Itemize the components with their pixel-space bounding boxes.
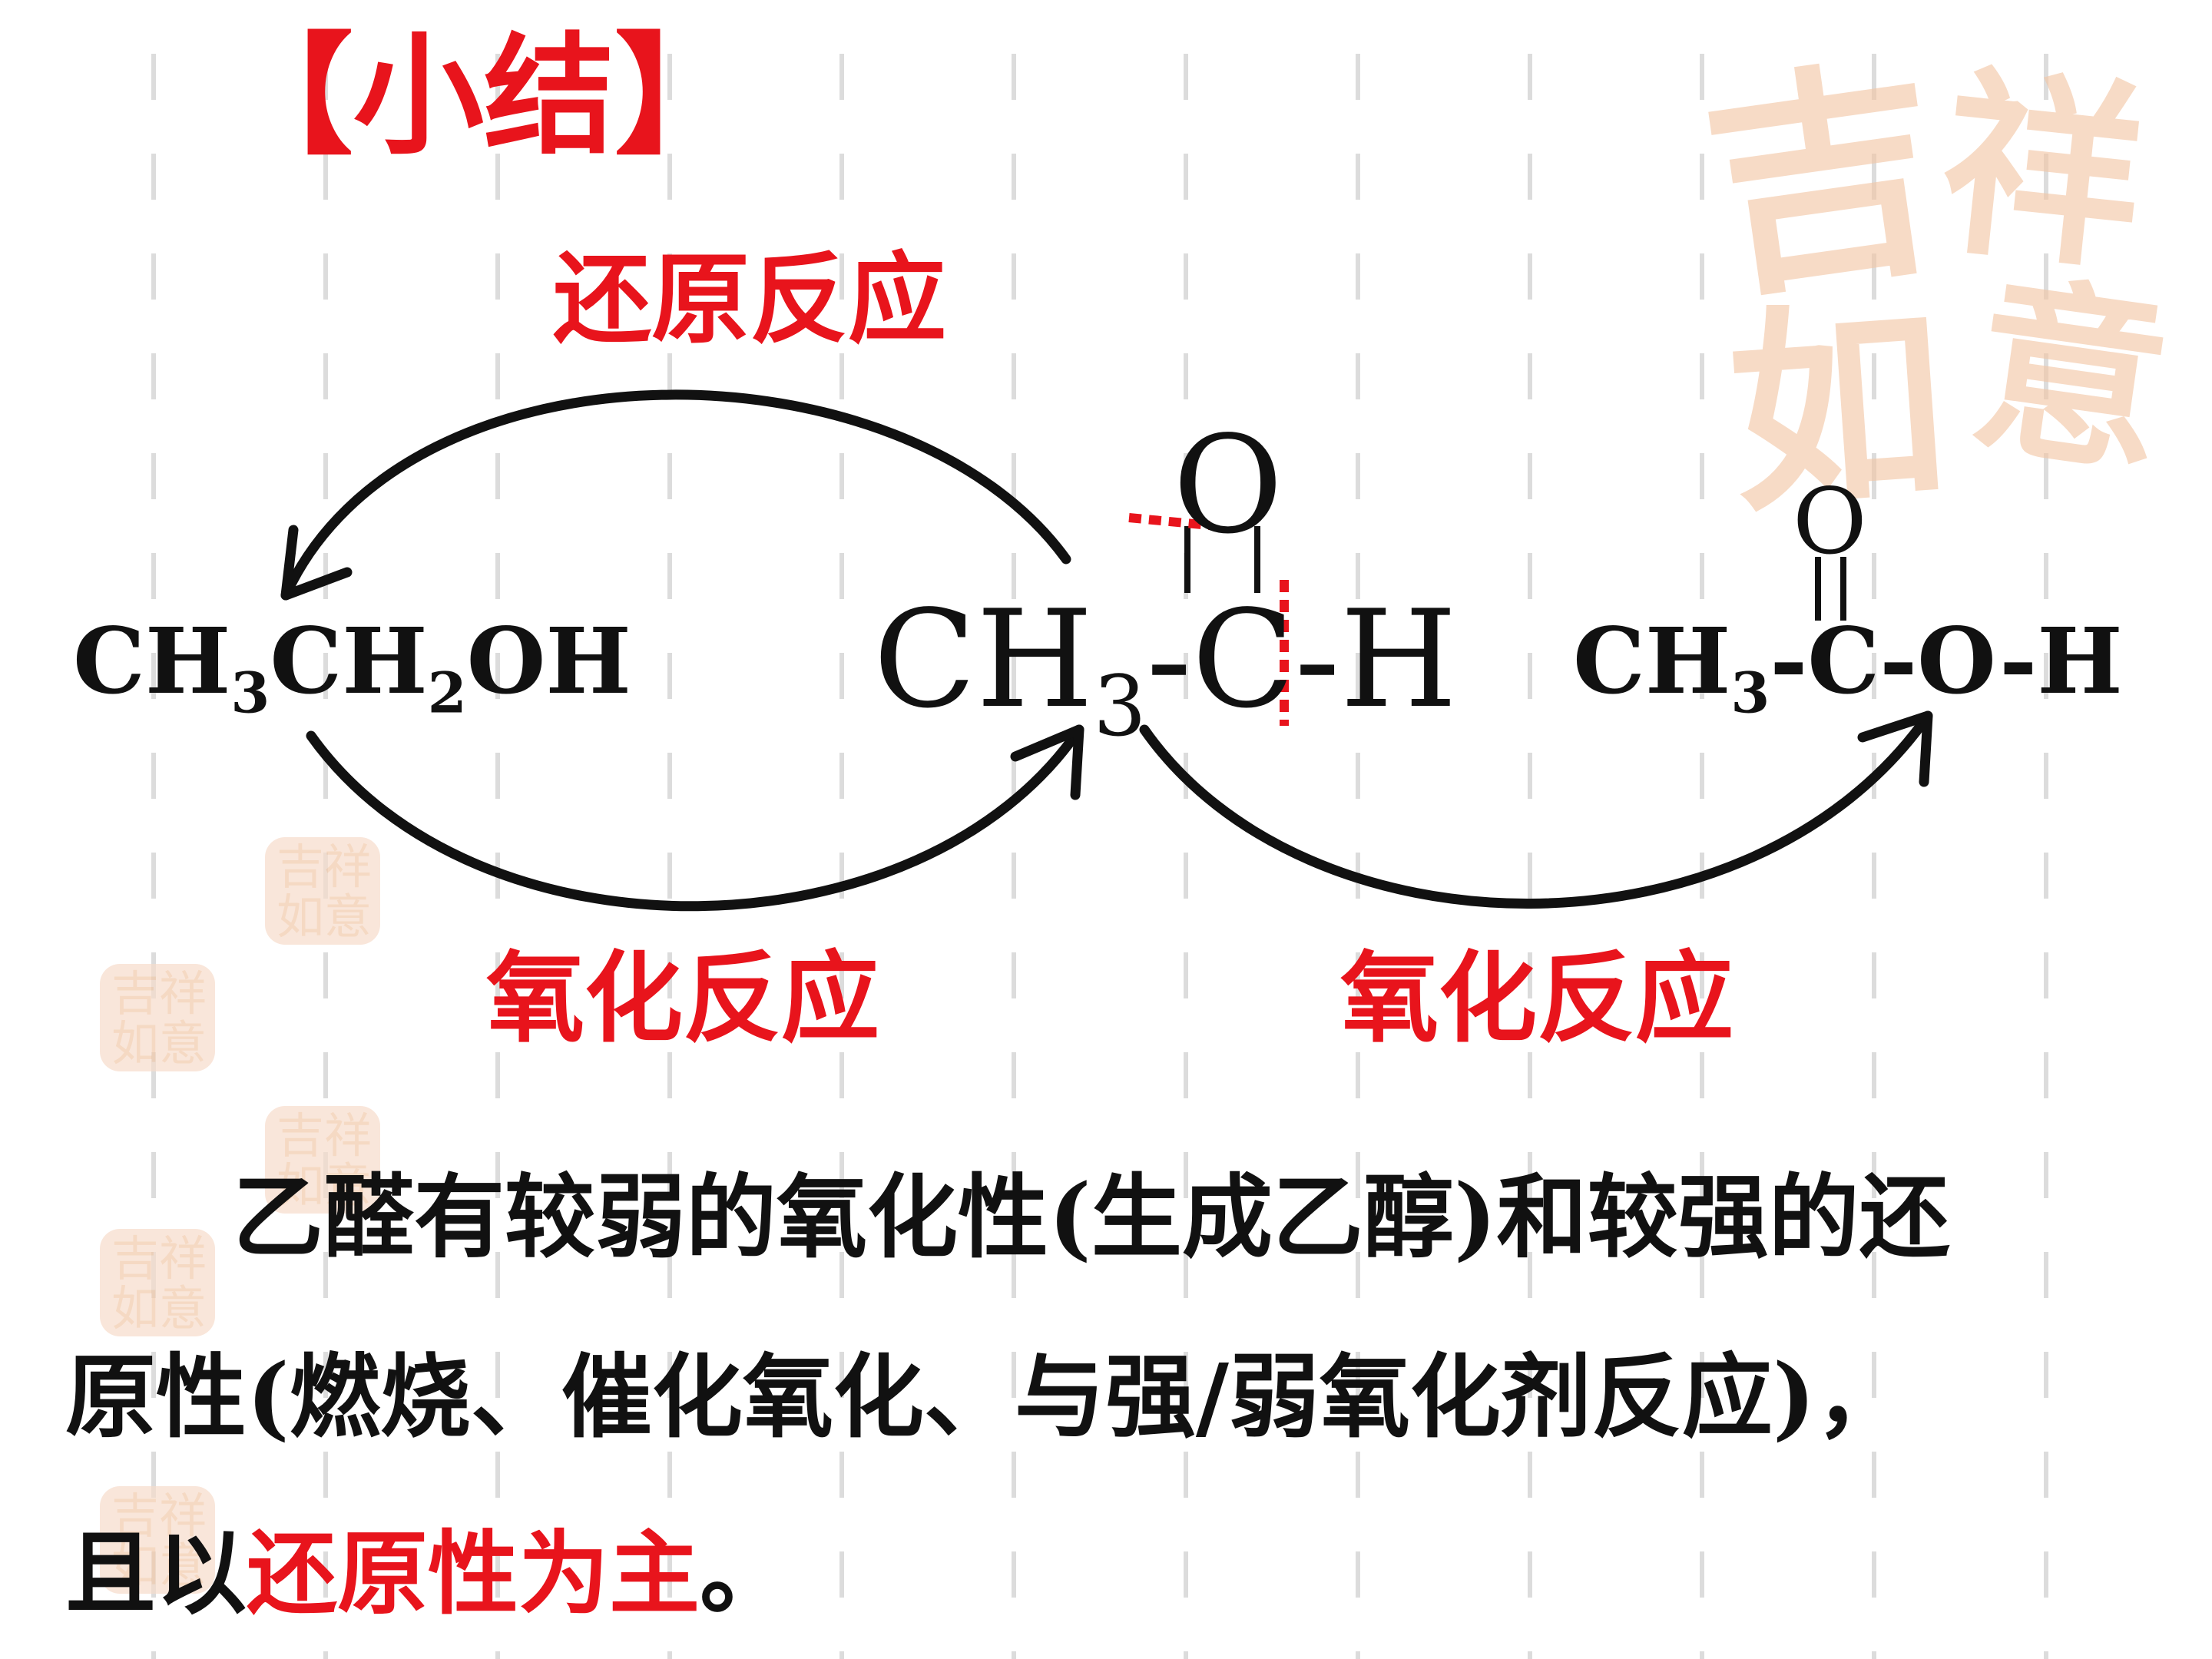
- summary-line-3: 且以还原性为主。: [65, 1528, 790, 1619]
- seal-stamp-1: 吉祥 如意: [265, 837, 380, 945]
- seal-stamp-3: 吉祥 如意: [265, 1106, 380, 1214]
- reduction-arrowhead: [280, 525, 353, 601]
- svg-text:祥: 祥: [1931, 45, 2154, 299]
- summary-highlight: 还原性为主: [247, 1520, 700, 1627]
- svg-text:吉: 吉: [1690, 30, 1956, 330]
- acetic-acid-formula: CH3-C-O-H: [1573, 608, 2123, 727]
- oxidation-arrow-left: [306, 724, 1084, 912]
- svg-text:吉祥: 吉祥: [111, 1488, 207, 1544]
- acetaldehyde-formula: CH3-C-H: [873, 582, 1458, 755]
- summary-line-2: 原性(燃烧、催化氧化、与强/弱氧化剂反应)，: [65, 1343, 1906, 1450]
- svg-text:吉祥: 吉祥: [276, 1108, 372, 1164]
- svg-text:如意: 如意: [276, 889, 372, 945]
- oxidation-arrow-right: [1139, 710, 1933, 909]
- reduction-arrow: [280, 389, 1071, 601]
- label-oxidation-left: 氧化反应: [486, 941, 880, 1056]
- dashed-grid: [151, 54, 2048, 1659]
- svg-text:如意: 如意: [111, 1538, 207, 1594]
- svg-text:吉祥: 吉祥: [276, 839, 372, 895]
- summary-line-3-prefix: 且以: [65, 1520, 247, 1627]
- seal-stamp-5: 吉祥 如意: [100, 1486, 215, 1594]
- seal-watermark-large: 吉 祥 如 意: [1690, 30, 2182, 543]
- svg-text:意: 意: [1960, 251, 2181, 502]
- svg-text:如意: 如意: [111, 1280, 207, 1336]
- svg-text:如: 如: [1722, 276, 1954, 543]
- svg-text:吉祥: 吉祥: [111, 1230, 207, 1286]
- seal-stamp-2: 吉祥 如意: [100, 964, 215, 1071]
- acid-oxygen: O: [1793, 469, 1867, 575]
- svg-text:如意: 如意: [111, 1015, 207, 1071]
- break-marker-carbonyl: [1128, 513, 1210, 530]
- label-reduction: 还原反应: [553, 242, 947, 357]
- svg-text:如意: 如意: [276, 1157, 372, 1214]
- svg-text:吉祥: 吉祥: [111, 965, 207, 1022]
- summary-line-1: 乙醛有较弱的氧化性(生成乙醇)和较强的还: [233, 1164, 1950, 1270]
- label-oxidation-right: 氧化反应: [1340, 941, 1734, 1056]
- oxidation-arrowhead-left: [1010, 724, 1084, 800]
- ethanol-formula: CH3CH2OH: [73, 608, 631, 727]
- oxidation-arrowhead-right: [1857, 710, 1933, 787]
- aldehyde-oxygen: O: [1173, 408, 1283, 564]
- seal-stamp-4: 吉祥 如意: [100, 1229, 215, 1336]
- page-title: 【小结】: [223, 19, 746, 173]
- summary-line-3-suffix: 。: [700, 1520, 791, 1627]
